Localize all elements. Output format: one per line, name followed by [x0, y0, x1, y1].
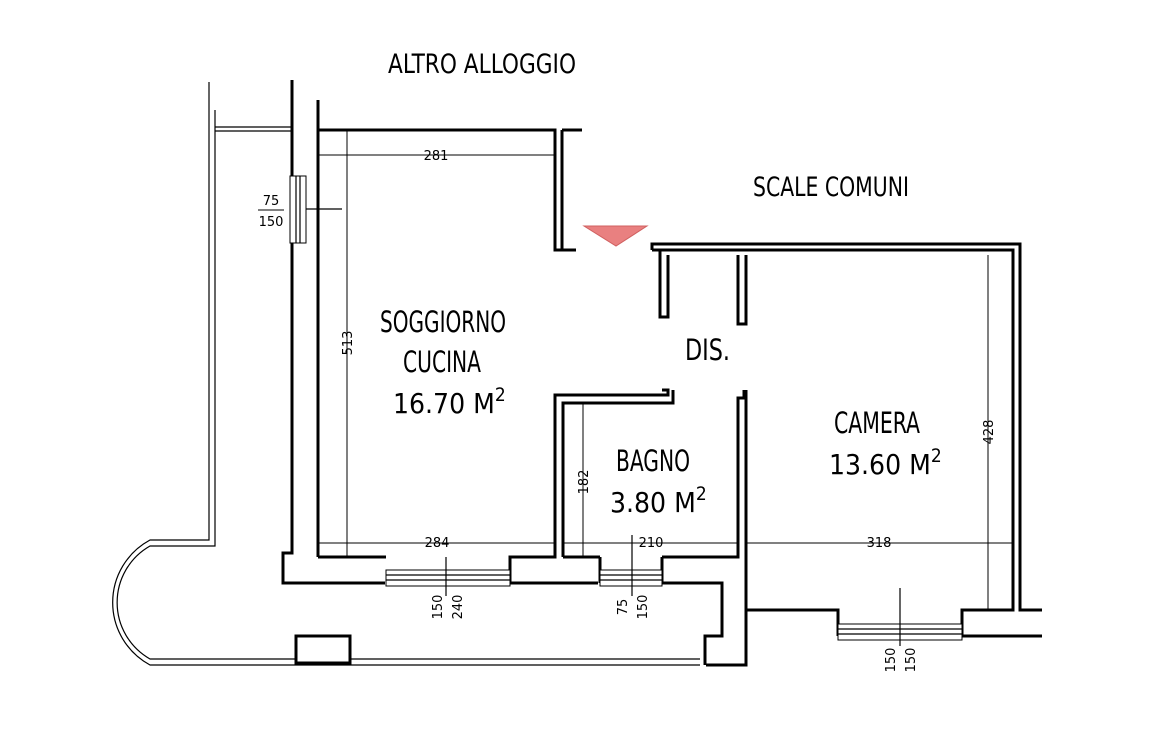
area-value: 16.70 M: [393, 387, 495, 420]
label-scale-comuni: SCALE COMUNI: [753, 172, 909, 203]
area-sup: 2: [495, 384, 506, 406]
area-sup: 2: [696, 483, 707, 505]
dimension-lines: [318, 130, 1013, 610]
win-sog-width: 150: [431, 595, 446, 620]
label-altro-alloggio: ALTRO ALLOGGIO: [388, 49, 576, 80]
terrace-planter: [294, 634, 352, 665]
room-cucina-name: CUCINA: [403, 345, 481, 379]
dim-513: 513: [341, 331, 356, 356]
window-soggiorno: [385, 557, 511, 596]
room-bagno-name: BAGNO: [616, 444, 690, 478]
room-bagno-area: 3.80 M2: [610, 483, 707, 519]
win-bagno-width: 75: [616, 599, 631, 616]
window-camera: [837, 588, 963, 646]
room-dis-name: DIS.: [685, 333, 730, 367]
terrace-outline: [112, 82, 700, 666]
area-value: 13.60 M: [829, 448, 931, 481]
dim-210: 210: [639, 536, 664, 551]
window-left: [289, 175, 342, 244]
area-sup: 2: [931, 445, 942, 467]
wall-bottom: [508, 388, 840, 667]
wall-left: [281, 80, 582, 585]
room-soggiorno-name: SOGGIORNO: [380, 305, 506, 339]
dim-182: 182: [577, 470, 592, 495]
win-cam-width: 150: [884, 648, 899, 673]
dim-284: 284: [425, 536, 450, 551]
win-left-height: 150: [259, 215, 284, 230]
win-sog-height: 240: [451, 595, 466, 620]
room-soggiorno-area: 16.70 M2: [393, 384, 506, 420]
dim-318: 318: [867, 536, 892, 551]
room-camera-area: 13.60 M2: [829, 445, 942, 481]
room-camera-name: CAMERA: [834, 406, 920, 440]
win-cam-height: 150: [904, 648, 919, 673]
dim-281: 281: [424, 149, 449, 164]
win-bagno-height: 150: [636, 595, 651, 620]
win-left-width: 75: [263, 194, 280, 209]
entrance-marker: [582, 225, 649, 247]
dim-428: 428: [982, 420, 997, 445]
area-value: 3.80 M: [610, 486, 696, 519]
window-bagno: [599, 535, 663, 596]
